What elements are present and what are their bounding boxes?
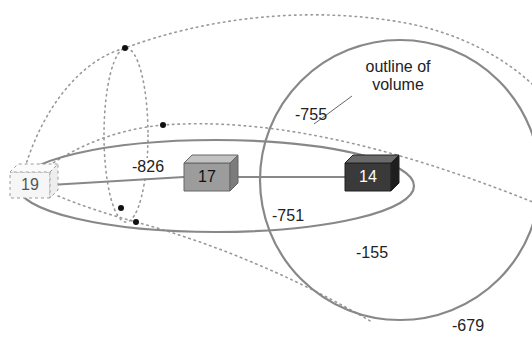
cube-node: 17 <box>184 155 238 191</box>
cube-node: 19 <box>10 164 58 198</box>
point <box>133 219 139 225</box>
point <box>122 45 128 51</box>
value-label: -755 <box>295 106 327 124</box>
value-label: -155 <box>356 244 388 262</box>
edge-value: -751 <box>270 207 306 225</box>
cube-face <box>230 155 238 191</box>
connector-line <box>50 177 184 185</box>
edge-value: -826 <box>130 158 166 176</box>
node-number: 14 <box>359 168 377 186</box>
sphere-outline <box>260 40 532 320</box>
annotation: outline of volume <box>358 58 438 94</box>
connector-line <box>230 176 345 178</box>
dotted-outline <box>58 196 372 322</box>
cube-face <box>391 155 399 191</box>
cube-face <box>345 163 391 191</box>
node-number: 17 <box>198 168 216 186</box>
cube-face <box>10 172 50 198</box>
cube-face <box>345 155 399 163</box>
cube-face <box>184 155 238 163</box>
cube-face <box>184 163 230 191</box>
value-label: -679 <box>452 317 484 335</box>
dotted-outline <box>22 15 532 178</box>
orbit-ellipse <box>18 140 414 232</box>
point <box>160 122 166 128</box>
node-number: 19 <box>21 176 39 194</box>
dotted-section <box>104 48 148 222</box>
point <box>118 205 124 211</box>
cube-face <box>50 164 58 198</box>
cube-node: 14 <box>345 155 399 191</box>
dotted-outline <box>40 124 532 205</box>
